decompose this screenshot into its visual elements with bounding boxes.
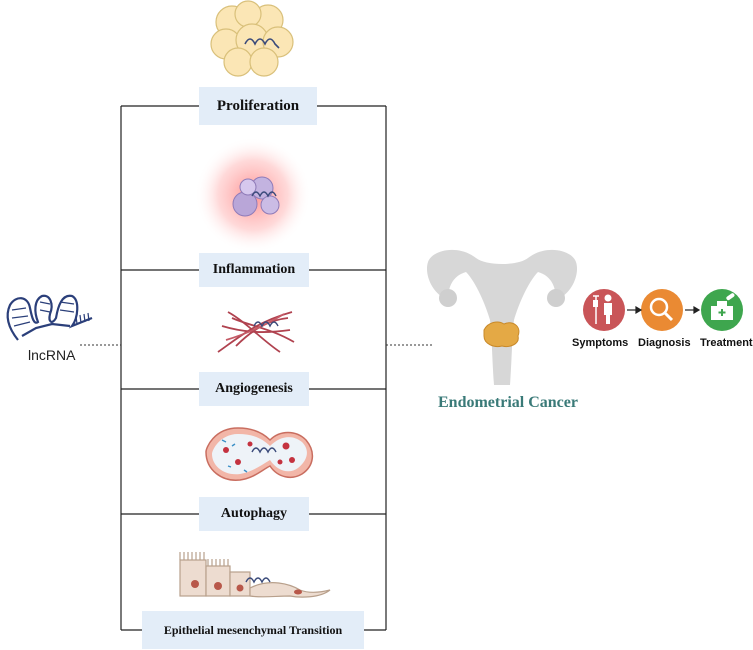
pathway-label-diagnosis: Diagnosis: [638, 337, 691, 349]
process-box-emt: Epithelial mesenchymal Transition: [142, 611, 364, 649]
lncrna-label: lncRNA: [28, 347, 76, 363]
inflammation-cells-icon: [195, 137, 311, 253]
process-label-proliferation: Proliferation: [216, 97, 300, 114]
cell-cluster-icon: [210, 0, 294, 77]
treatment-hospital-icon: [701, 289, 743, 331]
pathway-label-treatment: Treatment: [700, 337, 753, 349]
emt-cells-icon: [179, 552, 331, 598]
uterus-icon: [426, 249, 578, 385]
process-label-emt: Epithelial mesenchymal Transition: [163, 622, 343, 637]
process-box-autophagy: Autophagy: [199, 497, 309, 531]
bracket-lines: [120, 105, 387, 631]
process-label-autophagy: Autophagy: [220, 506, 288, 521]
process-box-angiogenesis: Angiogenesis: [199, 372, 309, 406]
symptoms-patient-icon: [583, 289, 625, 331]
proliferation-rna-strand-icon: [244, 38, 280, 49]
lncrna-hairpin-icon: [6, 294, 93, 341]
disease-label: Endometrial Cancer: [438, 394, 578, 411]
process-box-inflammation: Inflammation: [199, 253, 309, 287]
process-label-angiogenesis: Angiogenesis: [215, 381, 293, 396]
pathway-label-symptoms: Symptoms: [572, 337, 629, 349]
process-label-inflammation: Inflammation: [212, 262, 296, 277]
pathway-arrows: [627, 305, 701, 315]
diagnosis-magnifier-icon: [641, 289, 683, 331]
autophagosome-icon: [205, 427, 314, 481]
blood-vessels-icon: [217, 311, 295, 353]
process-box-proliferation: Proliferation: [199, 87, 317, 125]
